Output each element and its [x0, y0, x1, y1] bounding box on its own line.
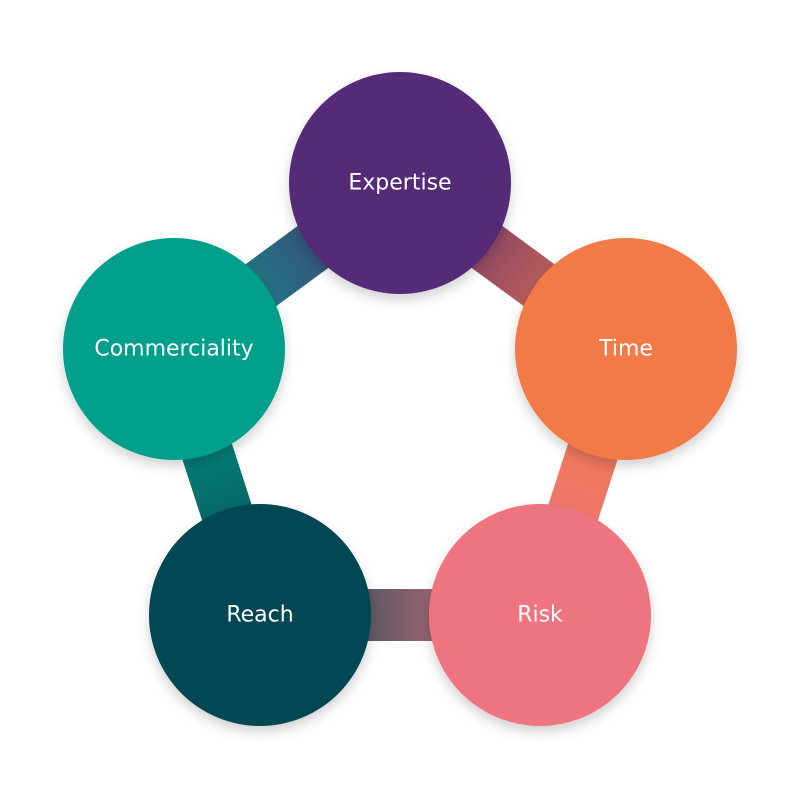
- node-expertise-label: Expertise: [348, 171, 451, 196]
- node-commerciality: [63, 238, 285, 460]
- node-reach-circle: [149, 504, 371, 726]
- node-time-circle: [515, 238, 737, 460]
- node-expertise: [289, 72, 511, 294]
- node-reach-label: Reach: [226, 603, 293, 628]
- node-commerciality-label: Commerciality: [94, 337, 253, 362]
- node-reach: [149, 504, 371, 726]
- node-time: [515, 238, 737, 460]
- node-risk: [429, 504, 651, 726]
- node-time-label: Time: [598, 337, 653, 362]
- node-expertise-circle: [289, 72, 511, 294]
- node-risk-circle: [429, 504, 651, 726]
- node-risk-label: Risk: [517, 603, 563, 628]
- node-commerciality-circle: [63, 238, 285, 460]
